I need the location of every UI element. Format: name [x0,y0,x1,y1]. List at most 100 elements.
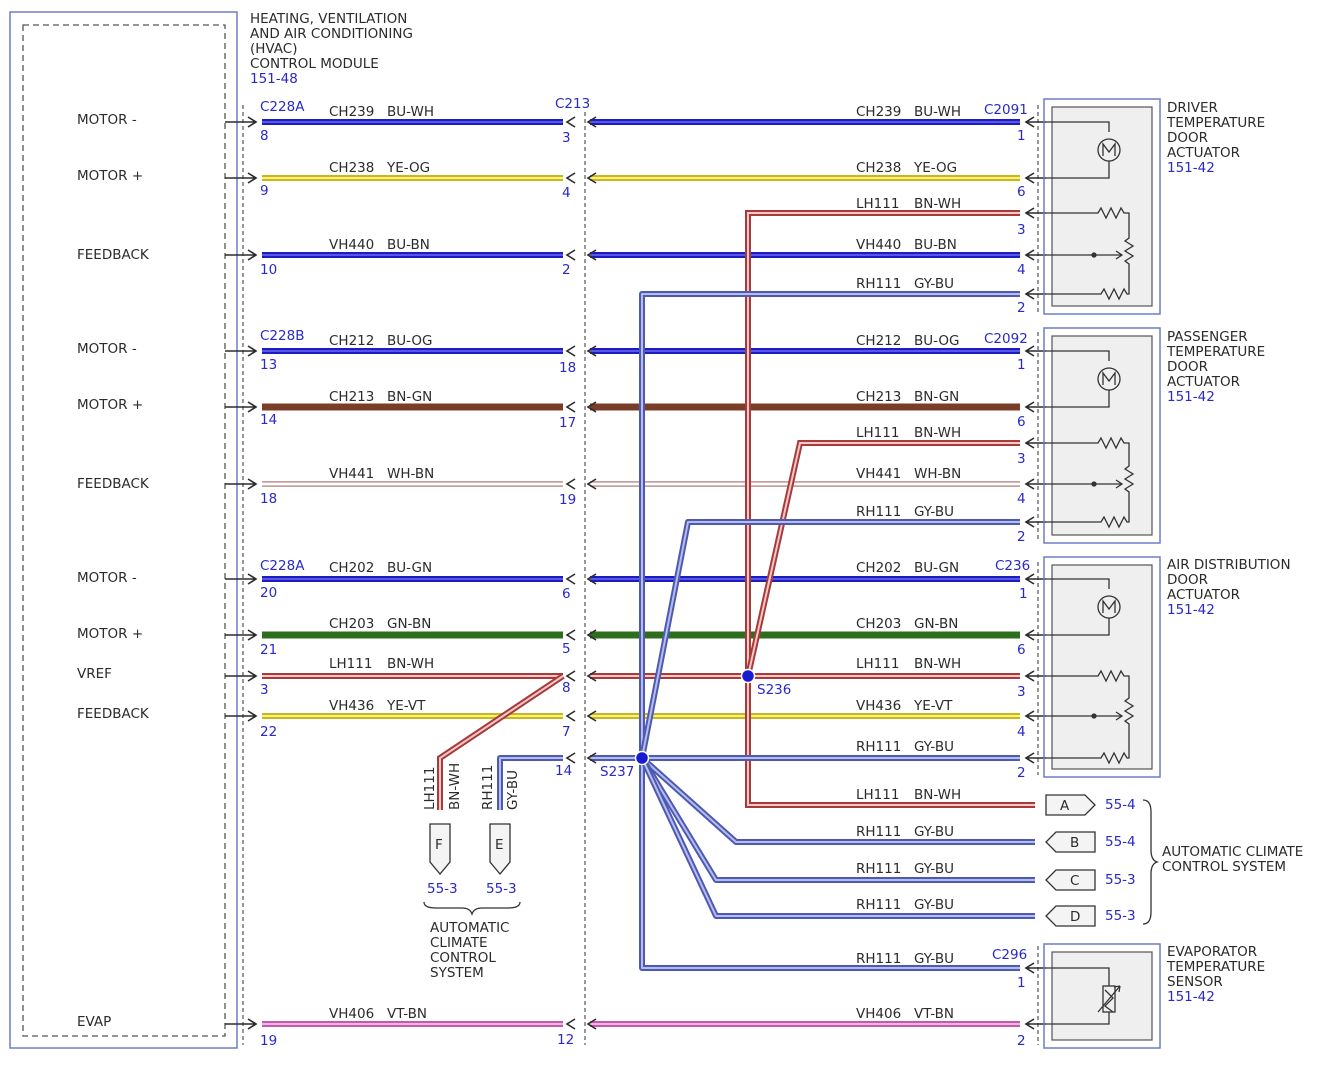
color-bu-wh-right: BU-WH [914,104,961,120]
pin-label-feedback-2: FEEDBACK [77,476,150,492]
c236-pin-6: 6 [1017,642,1026,658]
module-title-line-2: AND AIR CONDITIONING [250,26,413,42]
wire-rh111-right-1: RH111 [856,276,901,292]
c236-pin-1: 1 [1019,586,1028,602]
module-pin-18: 18 [260,491,277,507]
module-pin-numbers: 8 9 10 13 14 18 20 21 3 22 19 [260,128,277,1049]
c213-pin-5: 5 [562,641,571,657]
color-bn-wh-bottom: BN-WH [447,763,463,810]
offpage-f: F 55-3 [427,823,458,897]
c213-pin-19: 19 [559,492,576,508]
brace-right [1142,799,1160,925]
driver-ref: 151-42 [1167,160,1215,176]
wire-vh441-left: VH441 [329,466,374,482]
color-bn-wh-offpage-a: BN-WH [914,787,961,803]
color-ye-og-right: YE-OG [913,160,957,176]
right-wire-labels: CH239 BU-WH CH238 YE-OG LH111 BN-WH VH44… [856,104,961,1022]
module-pin-labels: MOTOR - MOTOR + FEEDBACK MOTOR - MOTOR +… [77,112,150,1030]
color-gn-bn-left: GN-BN [387,616,431,632]
splice-label-s236: S236 [757,682,791,698]
connector-c228a-2: C228A [260,558,305,574]
offpage-c: C 55-3 [1045,869,1136,891]
c213-pin-2: 2 [562,262,571,278]
offpage-b-ref: 55-4 [1105,834,1136,850]
motor-icon [1046,578,1121,636]
driver-label-2: TEMPERATURE [1166,115,1265,131]
c2091-pin-3: 3 [1017,222,1026,238]
passenger-ref: 151-42 [1167,389,1215,405]
module-title-line-4: CONTROL MODULE [250,56,379,72]
component-pin-numbers: 1 6 3 4 2 1 6 3 4 2 1 6 3 4 2 1 2 [1017,128,1028,1049]
color-bu-bn-right: BU-BN [914,237,957,253]
pin-label-motor-minus-1: MOTOR - [77,112,137,128]
wire-lh111-bottom: LH111 [422,767,438,810]
c296-pin-1: 1 [1017,975,1026,991]
color-bu-og-left: BU-OG [387,333,432,349]
pin-label-motor-minus-3: MOTOR - [77,570,137,586]
color-bu-gn-right: BU-GN [914,560,959,576]
connector-c2091: C2091 [984,102,1028,118]
pin-label-vref: VREF [77,666,112,682]
offpage-a-ref: 55-4 [1105,797,1136,813]
potentiometer-icon [1046,206,1135,301]
air-distribution-door-actuator [1043,556,1161,778]
motor-icon [1046,121,1121,179]
driver-label-1: DRIVER [1167,100,1218,116]
wire-rh111-offpage-c: RH111 [856,861,901,877]
wire-ch202-right: CH202 [856,560,901,576]
c213-pin-numbers: 3 4 2 18 17 19 6 5 8 7 14 12 [555,130,576,1048]
c213-pin-8: 8 [562,680,571,696]
c2092-pin-1: 1 [1017,357,1026,373]
driver-label-3: DOOR [1167,130,1208,146]
wire-ch239-right: CH239 [856,104,901,120]
c2092-pin-3: 3 [1017,451,1026,467]
module-pin-22: 22 [260,724,277,740]
potentiometer-icon [1046,436,1135,529]
wire-ch213-left: CH213 [329,389,374,405]
evap-label-3: SENSOR [1167,974,1223,990]
color-wh-bn-right: WH-BN [914,466,961,482]
color-bn-gn-left: BN-GN [387,389,432,405]
wire-lh111-right-3: LH111 [856,656,899,672]
c213-pin-18: 18 [559,360,576,376]
c296-pin-2: 2 [1017,1033,1026,1049]
color-gy-bu-right-2: GY-BU [914,504,954,520]
evap-ref: 151-42 [1167,989,1215,1005]
color-gy-bu-offpage-d: GY-BU [914,897,954,913]
module-pin-14: 14 [260,412,277,428]
wires-left [262,119,563,1027]
pin-arrows [225,116,1046,1030]
pin-label-motor-plus-3: MOTOR + [77,626,143,642]
wire-ch238-right: CH238 [856,160,901,176]
color-bu-wh-left: BU-WH [387,104,434,120]
passenger-label-4: ACTUATOR [1167,374,1240,390]
connector-c2092: C2092 [984,331,1028,347]
c2092-pin-2: 2 [1017,529,1026,545]
component-labels: DRIVER TEMPERATURE DOOR ACTUATOR 151-42 … [1166,100,1291,1005]
module-pin-9: 9 [260,183,269,199]
wire-vh440-right: VH440 [856,237,901,253]
wire-rh111-bottom: RH111 [480,765,496,810]
wire-lh111-right-1: LH111 [856,196,899,212]
pin-label-motor-plus-2: MOTOR + [77,397,143,413]
color-bu-bn-left: BU-BN [387,237,430,253]
pin-label-motor-minus-2: MOTOR - [77,341,137,357]
wires-right [437,119,1035,1027]
acc-bottom-label-2: CLIMATE [430,935,488,951]
c2092-pin-6: 6 [1017,414,1026,430]
color-wh-bn-left: WH-BN [387,466,434,482]
offpage-f-letter: F [435,837,443,853]
color-bu-gn-left: BU-GN [387,560,432,576]
connector-c228b: C228B [260,328,304,344]
wire-rh111-right-2: RH111 [856,504,901,520]
potentiometer-icon [1046,669,1135,765]
driver-label-4: ACTUATOR [1167,145,1240,161]
offpage-f-ref: 55-3 [427,881,458,897]
c236-pin-2: 2 [1017,765,1026,781]
color-ye-og-left: YE-OG [386,160,430,176]
c213-pin-3: 3 [562,130,571,146]
offpage-d-ref: 55-3 [1105,908,1136,924]
thermistor-icon [1046,967,1121,1025]
color-gy-bu-right-3: GY-BU [914,739,954,755]
